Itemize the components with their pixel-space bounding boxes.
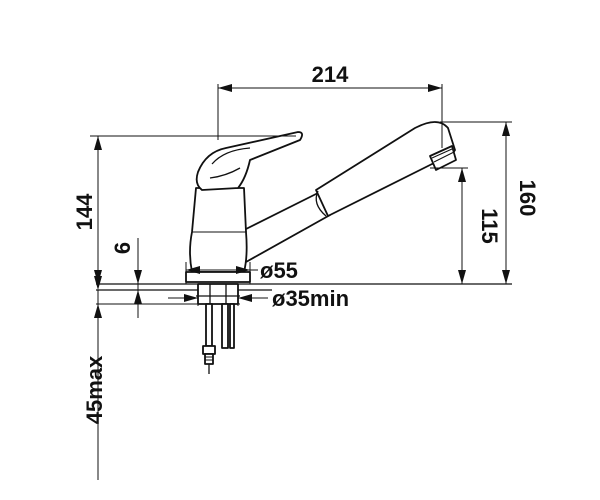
lever-ridge bbox=[211, 147, 251, 165]
hose-fitting bbox=[202, 345, 216, 355]
faucet-illustration bbox=[96, 121, 512, 374]
aerator-rib bbox=[433, 151, 455, 163]
hose-fitting-nut bbox=[204, 353, 214, 365]
dimension-160: 160 bbox=[440, 121, 540, 284]
arrowhead bbox=[184, 294, 198, 302]
dimension-o55: ø55 bbox=[185, 258, 298, 284]
spout-head-seam bbox=[315, 190, 327, 217]
arrowhead bbox=[94, 304, 102, 318]
faucet-body bbox=[189, 187, 248, 273]
faucet-lever-handle bbox=[195, 131, 303, 191]
arrowhead bbox=[238, 294, 252, 302]
dimension-115: 115 bbox=[430, 167, 502, 284]
supply-hose-left bbox=[205, 303, 213, 347]
mounting-bracket bbox=[197, 283, 239, 305]
arrowhead bbox=[458, 168, 466, 182]
dimension-label-45max: 45max bbox=[82, 355, 107, 424]
arrowhead bbox=[502, 270, 510, 284]
dimension-label-144: 144 bbox=[72, 193, 97, 230]
arrowhead bbox=[186, 266, 200, 274]
dimension-45max: 45max bbox=[82, 276, 240, 480]
dimension-label-o35min: ø35min bbox=[272, 286, 349, 311]
dimension-label-6: 6 bbox=[110, 242, 135, 254]
dimension-214: 214 bbox=[217, 62, 443, 148]
supply-hose-right bbox=[221, 303, 229, 349]
arrowhead bbox=[218, 84, 232, 92]
arrowhead bbox=[236, 266, 250, 274]
arrowhead bbox=[134, 270, 142, 284]
faucet-base-plate bbox=[185, 271, 251, 283]
dimension-6: 6 bbox=[110, 238, 142, 318]
dimension-label-214: 214 bbox=[312, 62, 349, 87]
dimension-144: 144 bbox=[72, 135, 296, 284]
threaded-rod bbox=[229, 303, 235, 349]
arrowhead bbox=[502, 122, 510, 136]
arrowhead bbox=[458, 270, 466, 284]
aerator-rib bbox=[431, 148, 453, 159]
arrowhead bbox=[94, 136, 102, 150]
dimension-label-160: 160 bbox=[515, 180, 540, 217]
faucet-spout-head bbox=[315, 121, 456, 217]
arrowhead bbox=[428, 84, 442, 92]
arrowhead bbox=[94, 276, 102, 290]
lever-base-curve bbox=[209, 167, 241, 179]
arrowhead bbox=[134, 290, 142, 304]
dimension-o35min: ø35min bbox=[168, 286, 349, 311]
dimension-label-o55: ø55 bbox=[260, 258, 298, 283]
dimension-label-115: 115 bbox=[477, 208, 502, 244]
